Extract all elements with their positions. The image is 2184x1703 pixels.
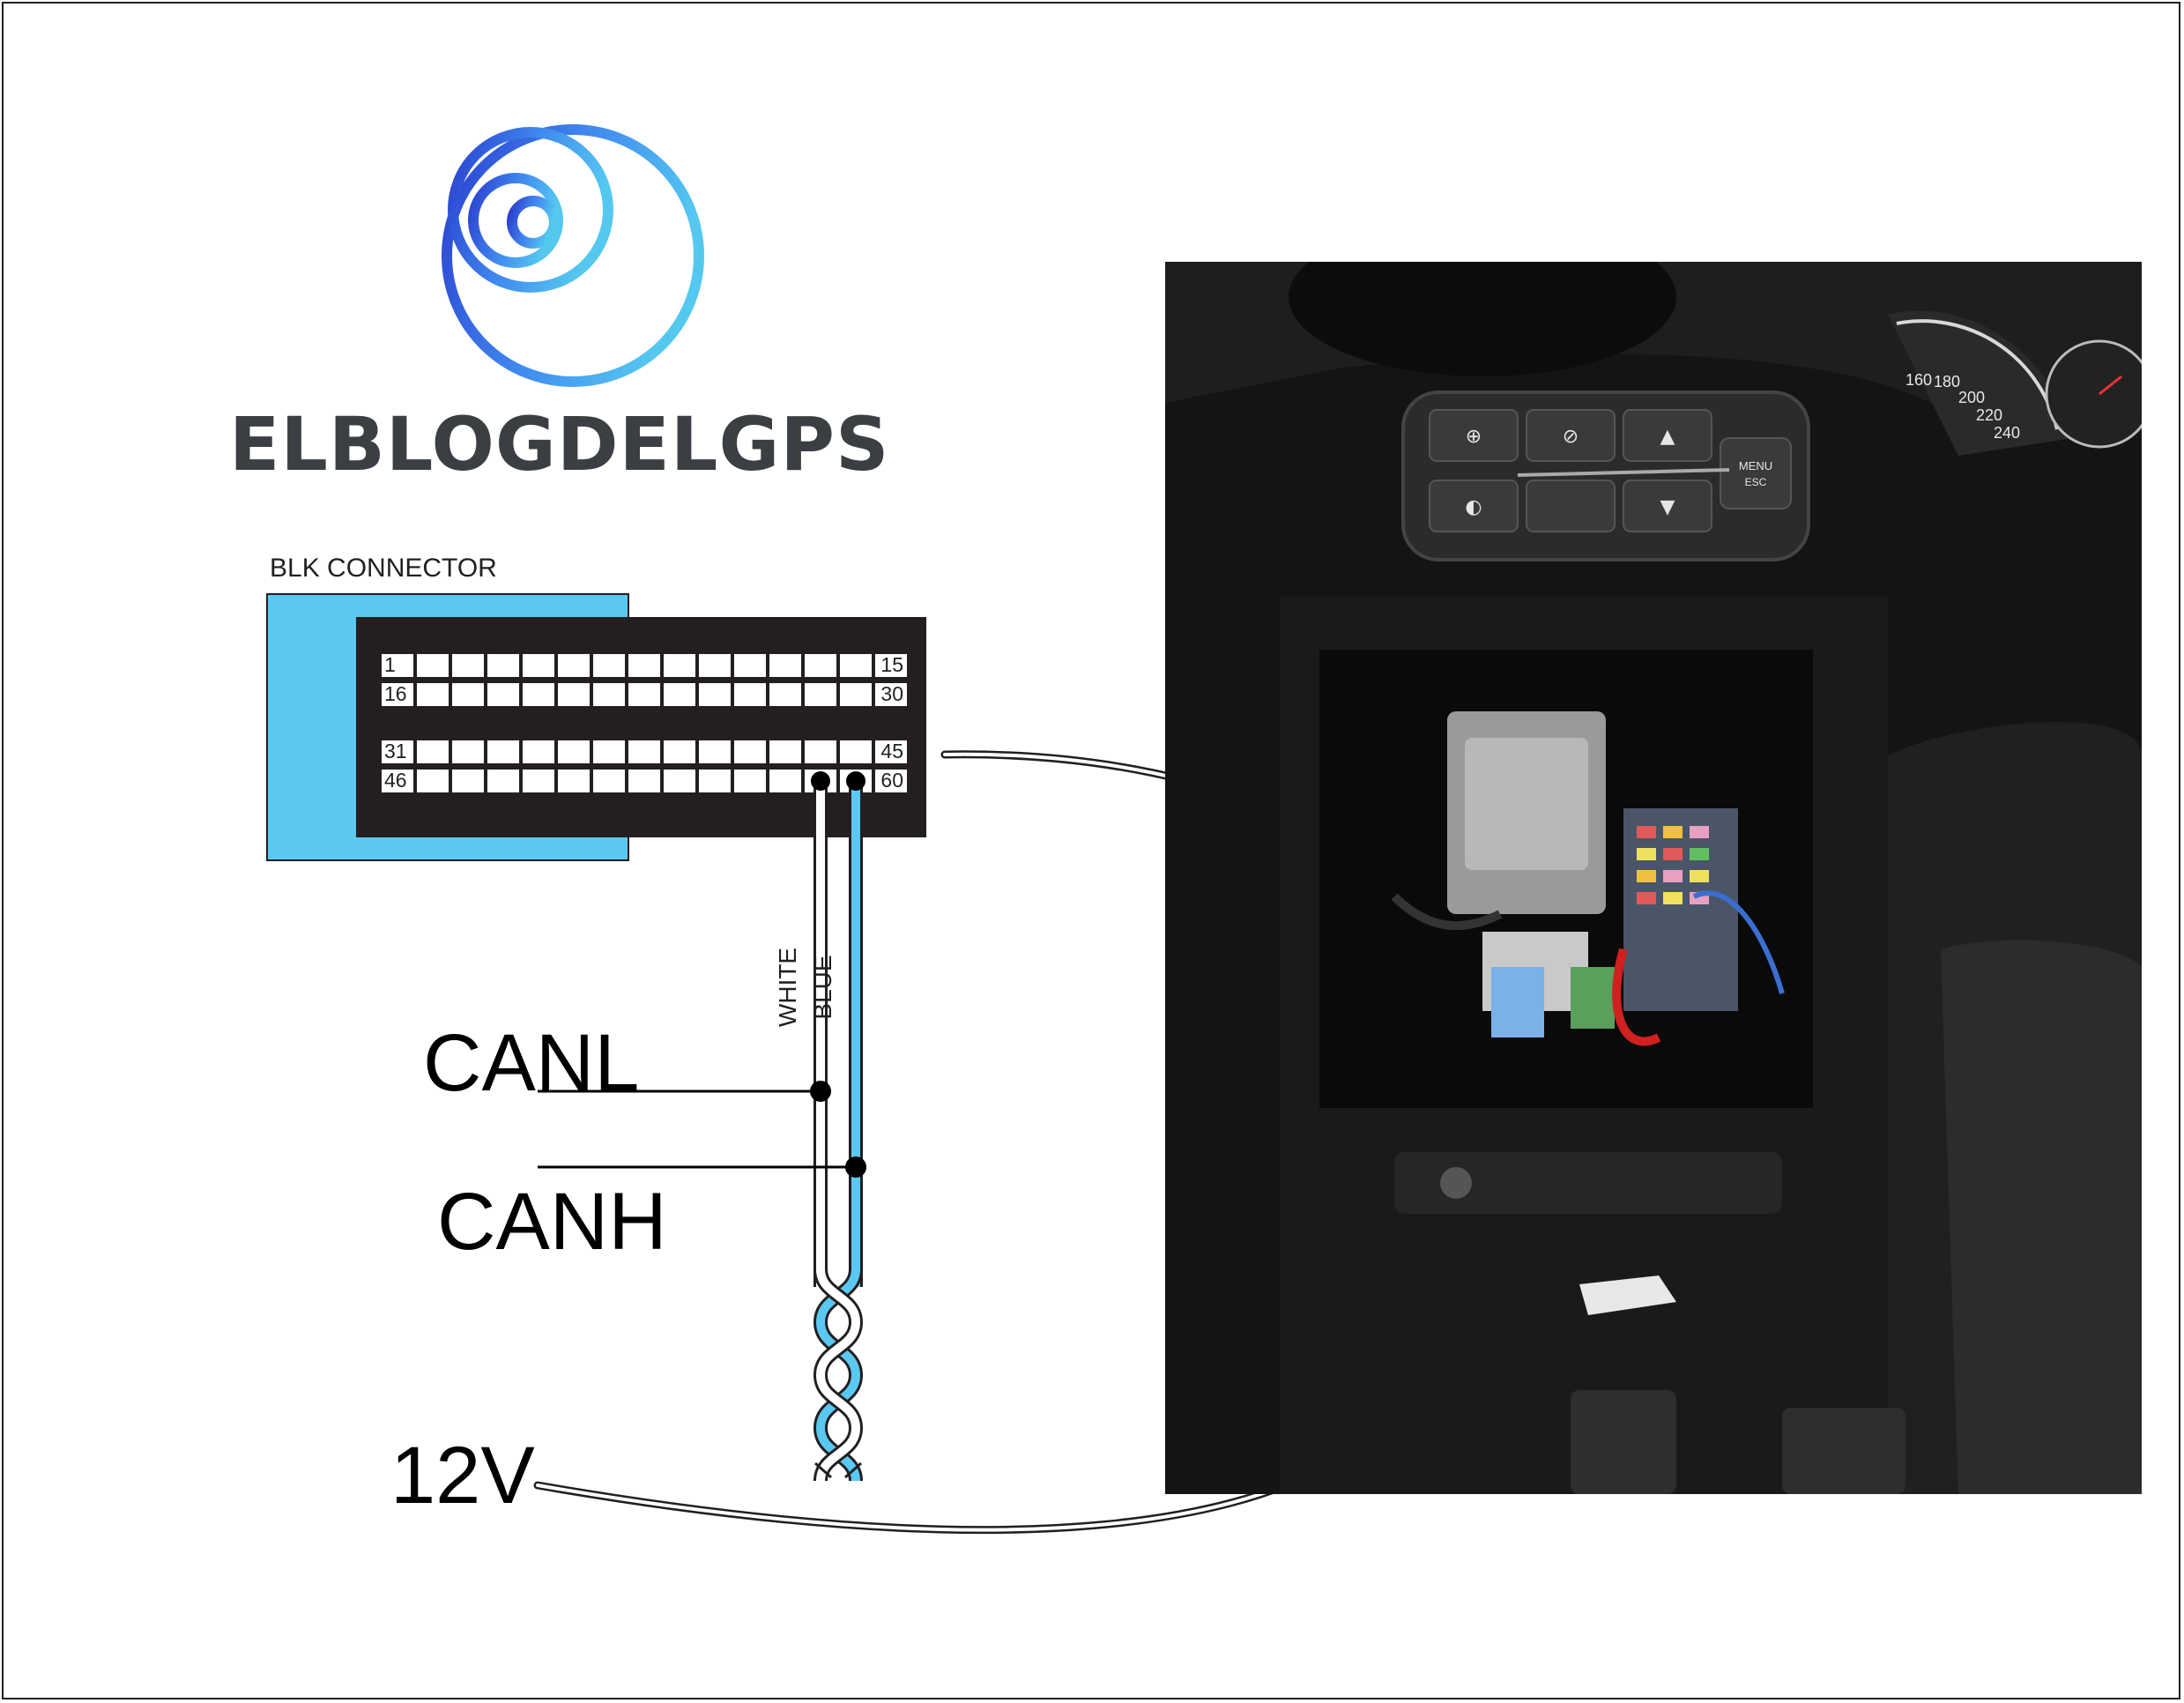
junction-canl	[810, 1081, 831, 1102]
pin-label-16: 16	[384, 682, 407, 705]
pin-cell-3	[452, 654, 484, 677]
pin-cell-44	[840, 740, 872, 763]
pin-cell-48	[452, 770, 484, 792]
esp-off-icon: ⊘	[1563, 426, 1579, 448]
pin-cell-1	[382, 654, 413, 677]
pin-cell-36	[558, 740, 590, 763]
pin-cell-54	[664, 770, 695, 792]
pin-label-1: 1	[384, 653, 396, 676]
pin-label-15: 15	[880, 653, 903, 676]
car-interior-photo: 160 180 200 220 240 ⊕ ⊘ ▲ ◐ ▼ MENU ESC	[1165, 262, 2142, 1494]
gauge-tick-220: 220	[1976, 406, 2002, 424]
pin-cell-52	[593, 770, 625, 792]
pin-cell-46	[382, 770, 413, 792]
junction-canh	[845, 1156, 866, 1178]
gauge-tick-180: 180	[1934, 373, 1960, 390]
pin-cell-14	[840, 654, 872, 677]
pin-cell-50	[523, 770, 554, 792]
pin-cell-32	[417, 740, 449, 763]
pin-cell-38	[628, 740, 660, 763]
pin-cell-16	[382, 683, 413, 706]
blk-connector: 1 15 16 30 31 45 46 60	[266, 593, 926, 861]
pin-cell-17	[417, 683, 449, 706]
fog-light-icon: ⊕	[1466, 426, 1482, 448]
brand-name: ELBLOGDELGPS	[229, 401, 890, 487]
pin-cell-6	[558, 654, 590, 677]
menu-button: MENU	[1739, 459, 1772, 472]
pin-cell-45	[875, 740, 907, 763]
pin-label-46: 46	[384, 769, 407, 792]
pin-cell-39	[664, 740, 695, 763]
pin-cell-57	[769, 770, 801, 792]
pin-cell-25	[699, 683, 731, 706]
pin-cell-13	[805, 654, 836, 677]
gauge-tick-240: 240	[1994, 424, 2020, 442]
pin-cell-21	[558, 683, 590, 706]
pin-cell-28	[805, 683, 836, 706]
pin-cell-9	[664, 654, 695, 677]
pin-cell-4	[487, 654, 519, 677]
pin-cell-2	[417, 654, 449, 677]
pin-cell-56	[734, 770, 766, 792]
pin-cell-47	[417, 770, 449, 792]
pin-label-45: 45	[880, 740, 903, 762]
pin-cell-33	[452, 740, 484, 763]
pin-cell-15	[875, 654, 907, 677]
wire-label-white: WHITE	[774, 948, 801, 1027]
pin-cell-22	[593, 683, 625, 706]
menu-esc-label: ESC	[1745, 476, 1767, 488]
pin-cell-30	[875, 683, 907, 706]
wire-cut-ends	[814, 1461, 862, 1479]
pin-cell-8	[628, 654, 660, 677]
pin-cell-12	[769, 654, 801, 677]
pin-label-60: 60	[880, 769, 903, 792]
pin-cell-18	[452, 683, 484, 706]
pin-cell-55	[699, 770, 731, 792]
canl-label: CANL	[423, 1018, 640, 1108]
pin-cell-60	[875, 770, 907, 792]
pin-cell-27	[769, 683, 801, 706]
pin-cell-53	[628, 770, 660, 792]
pin-cell-24	[664, 683, 695, 706]
headlight-down-icon: ▼	[1660, 496, 1675, 518]
pin-cell-5	[523, 654, 554, 677]
pin-cell-20	[523, 683, 554, 706]
pin-label-31: 31	[384, 740, 407, 762]
rear-fog-icon: ◐	[1465, 496, 1482, 518]
brand-logo	[442, 124, 704, 387]
pin-cell-42	[769, 740, 801, 763]
pin-cell-51	[558, 770, 590, 792]
gauge-tick-200: 200	[1958, 389, 1985, 406]
pin-cell-31	[382, 740, 413, 763]
pin-cell-10	[699, 654, 731, 677]
twist-blue	[815, 1268, 861, 1482]
pin-cell-26	[734, 683, 766, 706]
pin-dot-58	[811, 771, 830, 791]
pin-dot-59	[846, 771, 865, 791]
pin-cell-29	[840, 683, 872, 706]
pin-cell-40	[699, 740, 731, 763]
pin-cell-19	[487, 683, 519, 706]
pin-cell-7	[593, 654, 625, 677]
power-label: 12V	[390, 1431, 535, 1521]
pin-cell-43	[805, 740, 836, 763]
pin-label-30: 30	[880, 682, 903, 705]
pin-cell-49	[487, 770, 519, 792]
wire-label-blue: BLUE	[809, 955, 836, 1019]
pin-cell-23	[628, 683, 660, 706]
pin-cell-11	[734, 654, 766, 677]
pin-cell-37	[593, 740, 625, 763]
twist-white	[815, 1268, 861, 1482]
connector-title: BLK CONNECTOR	[270, 554, 497, 583]
canh-label: CANH	[437, 1177, 667, 1267]
gauge-tick-160: 160	[1905, 371, 1932, 389]
connector-face	[356, 617, 926, 837]
pin-cell-35	[523, 740, 554, 763]
pin-cell-34	[487, 740, 519, 763]
pin-cell-41	[734, 740, 766, 763]
headlight-up-icon: ▲	[1660, 426, 1675, 448]
